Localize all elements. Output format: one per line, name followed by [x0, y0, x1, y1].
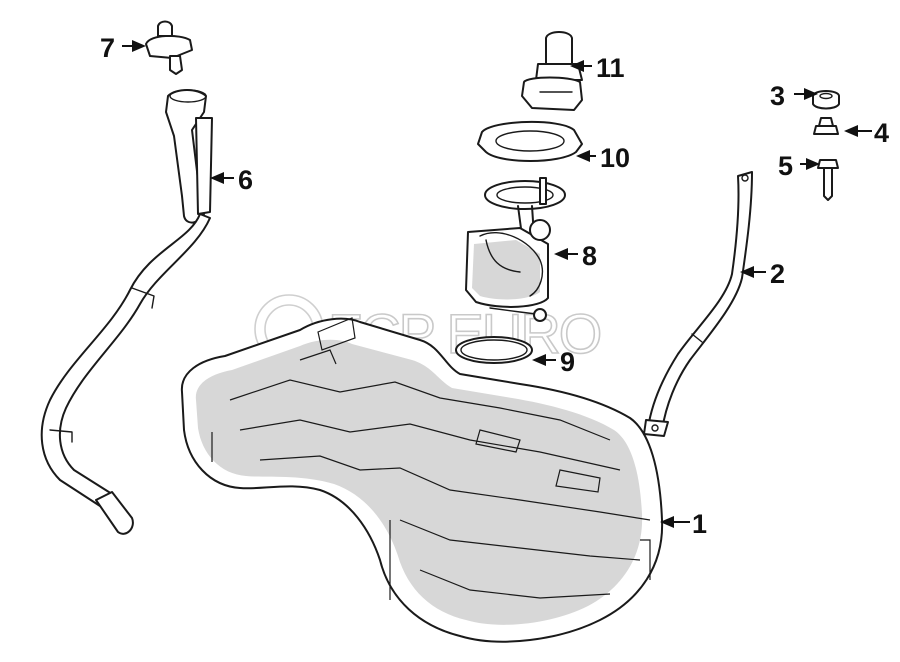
part-7-filler-cap [145, 20, 193, 75]
callout-6: 6 [238, 165, 253, 195]
part-10-lock-ring [477, 120, 583, 162]
callout-7: 7 [100, 33, 115, 63]
callout-numbers: 1 2 3 4 5 6 7 8 9 10 11 [100, 33, 889, 539]
callout-8: 8 [582, 241, 597, 271]
part-9-o-ring [455, 336, 533, 364]
part-1-fuel-tank [180, 317, 664, 643]
callout-1: 1 [692, 509, 707, 539]
callout-5: 5 [778, 151, 793, 181]
part-11-sender-cap [521, 31, 583, 111]
part-6-filler-neck [40, 89, 213, 535]
callout-leaders [122, 40, 872, 528]
callout-10: 10 [600, 143, 630, 173]
part-4-nut [813, 117, 839, 135]
part-5-bolt [817, 159, 839, 201]
callout-4: 4 [874, 118, 889, 148]
callout-3: 3 [770, 81, 785, 111]
callout-2: 2 [770, 259, 785, 289]
callout-11: 11 [596, 53, 625, 83]
callout-9: 9 [560, 347, 575, 377]
part-2-tank-strap [643, 171, 753, 437]
part-8-fuel-pump-module [465, 177, 566, 322]
